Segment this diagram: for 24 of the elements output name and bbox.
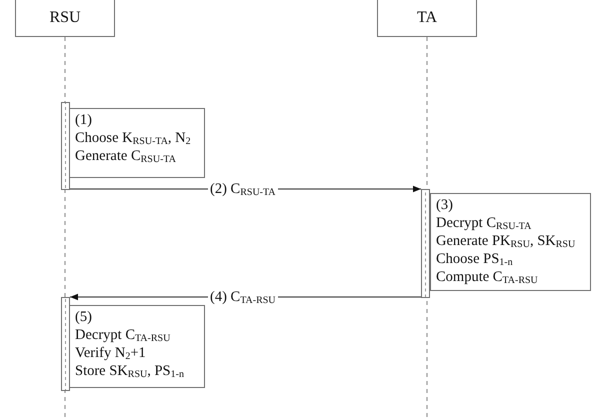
step-note bbox=[69, 305, 205, 388]
participant-box bbox=[377, 0, 477, 37]
step-note bbox=[430, 193, 591, 291]
step-text: Decrypt C$_{TA-RSU}$ bbox=[75, 326, 172, 344]
activation-bar bbox=[61, 102, 70, 190]
edge-label: (4) C$_{TA-RSU}$ bbox=[208, 289, 278, 305]
activation-bar bbox=[61, 297, 70, 391]
participant-name: TA bbox=[416, 9, 438, 27]
step-note bbox=[69, 108, 205, 178]
activation-bar bbox=[421, 189, 430, 298]
step-text: Store SK$_{RSU}$, PS$_{1-n}$ bbox=[75, 362, 185, 380]
step-number: (5) bbox=[75, 308, 93, 326]
edge-label: (2) C$_{RSU-TA}$ bbox=[208, 181, 278, 197]
step-number: (3) bbox=[436, 196, 454, 214]
step-text: Choose K$_{RSU-TA}$, N$_{2}$ bbox=[75, 129, 192, 147]
step-text: Generate PK$_{RSU}$, SK$_{RSU}$ bbox=[436, 232, 576, 250]
step-text: Generate C$_{RSU-TA}$ bbox=[75, 147, 177, 165]
step-number: (1) bbox=[75, 111, 93, 129]
step-text: Verify N$_{2}$+1 bbox=[75, 344, 147, 362]
step-text: Decrypt C$_{RSU-TA}$ bbox=[436, 214, 532, 232]
participant-name: RSU bbox=[49, 9, 81, 27]
step-text: Compute C$_{TA-RSU}$ bbox=[436, 268, 539, 286]
step-text: Choose PS$_{1-n}$ bbox=[436, 250, 514, 268]
participant-box bbox=[15, 0, 115, 37]
